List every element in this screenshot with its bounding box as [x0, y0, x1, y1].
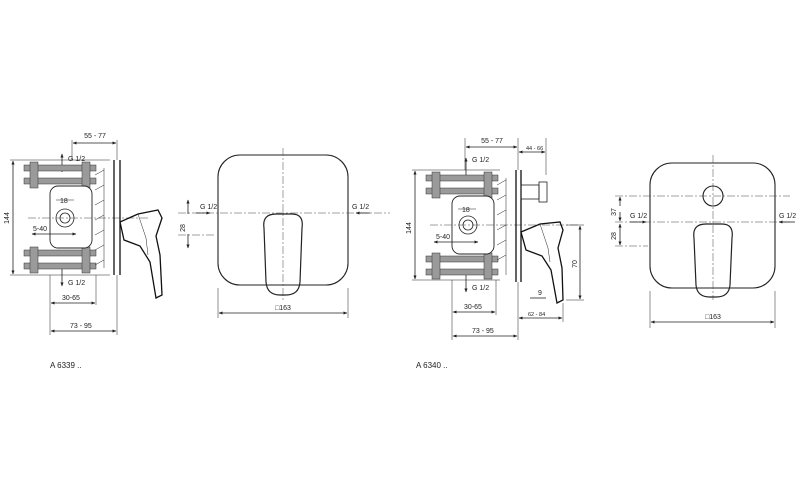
left-front-view: 28 G 1/2 G 1/2 □163	[178, 148, 390, 318]
left-dim-73-95: 73 - 95	[70, 323, 92, 330]
right-front-thread-left: G 1/2	[630, 213, 647, 220]
right-caption: A 6340 ..	[416, 361, 448, 370]
right-dim-top: 55 - 77	[481, 138, 503, 145]
right-front-dim-width: □163	[705, 314, 721, 321]
right-thread-top: G 1/2	[472, 157, 489, 164]
left-side-view: 144 55 - 77 G 1/2 G 1/2 18 5-40	[4, 133, 163, 370]
left-thread-top: G 1/2	[68, 156, 85, 163]
left-dim-5-40: 5-40	[33, 226, 47, 233]
right-dim-height: 144	[406, 222, 413, 234]
right-dim-5-40: 5-40	[436, 234, 450, 241]
right-side-view: 144 55 - 77 44 - 66 G 1/2 G 1/2 18 5-40	[406, 138, 584, 370]
right-front-dim-37: 37	[611, 208, 618, 216]
left-front-dim-28: 28	[180, 224, 187, 232]
right-dim-30-65: 30-65	[464, 304, 482, 311]
left-dim-top: 55 - 77	[84, 133, 106, 140]
left-dim-30-65: 30-65	[62, 295, 80, 302]
left-front-thread-left: G 1/2	[200, 204, 217, 211]
right-dim-73-95: 73 - 95	[472, 328, 494, 335]
right-dim-44-66: 44 - 66	[526, 146, 543, 152]
left-front-dim-width: □163	[275, 305, 291, 312]
left-dim-height: 144	[4, 212, 11, 224]
right-front-thread-right: G 1/2	[779, 213, 796, 220]
left-dim-18: 18	[60, 198, 68, 205]
right-thread-bottom: G 1/2	[472, 285, 489, 292]
left-front-thread-right: G 1/2	[352, 204, 369, 211]
right-front-view: 37 28 G 1/2 G 1/2 □163	[611, 155, 796, 328]
right-dim-62-84: 62 - 84	[528, 312, 545, 318]
right-dim-18: 18	[462, 207, 470, 214]
left-thread-bottom: G 1/2	[68, 280, 85, 287]
right-dim-70: 70	[572, 260, 579, 268]
right-front-dim-28: 28	[611, 232, 618, 240]
right-dim-9: 9	[538, 290, 542, 297]
left-caption: A 6339 ..	[50, 361, 82, 370]
